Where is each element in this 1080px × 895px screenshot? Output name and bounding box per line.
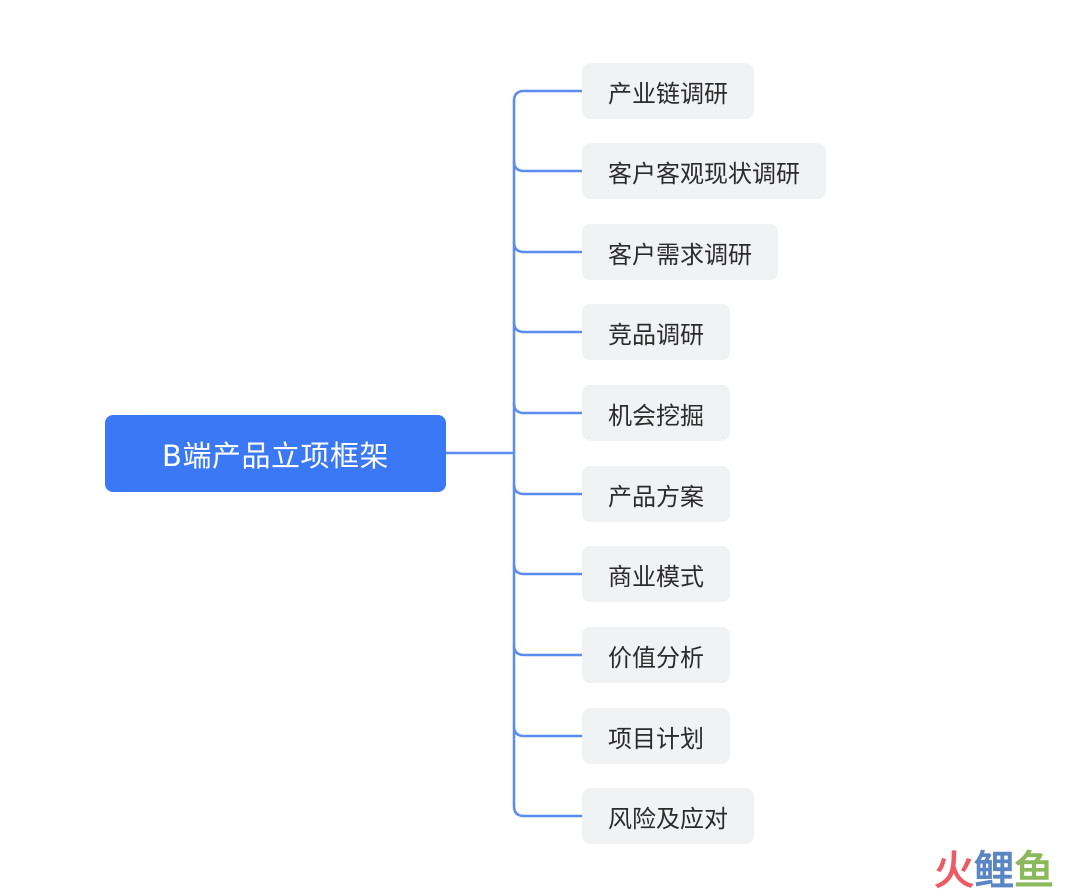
child-node-label: 竞品调研 bbox=[608, 320, 704, 349]
branch-line bbox=[512, 240, 584, 254]
root-node-label: B端产品立项框架 bbox=[162, 438, 389, 473]
watermark-char: 火 bbox=[934, 848, 974, 894]
watermark-char: 鱼 bbox=[1014, 848, 1054, 894]
child-node-label: 客户客观现状调研 bbox=[608, 159, 800, 188]
branch-line bbox=[512, 643, 584, 657]
branch-line bbox=[512, 159, 584, 173]
child-node-customer-needs[interactable]: 客户需求调研 bbox=[582, 224, 778, 280]
branch-line bbox=[512, 401, 584, 415]
child-node-competitor-research[interactable]: 竞品调研 bbox=[582, 304, 730, 360]
child-node-product-plan[interactable]: 产品方案 bbox=[582, 466, 730, 522]
child-node-label: 产业链调研 bbox=[608, 79, 728, 108]
watermark-char: 鲤 bbox=[974, 848, 1014, 894]
branch-line bbox=[512, 804, 584, 818]
child-node-value-analysis[interactable]: 价值分析 bbox=[582, 627, 730, 683]
child-node-label: 机会挖掘 bbox=[608, 401, 704, 430]
child-node-label: 价值分析 bbox=[608, 643, 704, 672]
branch-line bbox=[512, 724, 584, 738]
child-node-business-model[interactable]: 商业模式 bbox=[582, 546, 730, 602]
child-node-project-plan[interactable]: 项目计划 bbox=[582, 708, 730, 764]
child-node-label: 产品方案 bbox=[608, 482, 704, 511]
root-node[interactable]: B端产品立项框架 bbox=[105, 415, 446, 492]
child-node-label: 商业模式 bbox=[608, 562, 704, 591]
branch-line bbox=[512, 89, 584, 103]
child-node-opportunity[interactable]: 机会挖掘 bbox=[582, 385, 730, 441]
child-node-label: 客户需求调研 bbox=[608, 240, 752, 269]
branch-line bbox=[512, 562, 584, 576]
watermark-logo: 火 鲤 鱼 bbox=[934, 851, 1054, 891]
child-node-label: 风险及应对 bbox=[608, 804, 728, 833]
child-node-risk-response[interactable]: 风险及应对 bbox=[582, 788, 754, 844]
branch-line bbox=[512, 482, 584, 496]
branch-line bbox=[512, 320, 584, 334]
child-node-label: 项目计划 bbox=[608, 724, 704, 753]
child-node-industry-chain[interactable]: 产业链调研 bbox=[582, 63, 754, 119]
child-node-customer-status[interactable]: 客户客观现状调研 bbox=[582, 143, 826, 199]
